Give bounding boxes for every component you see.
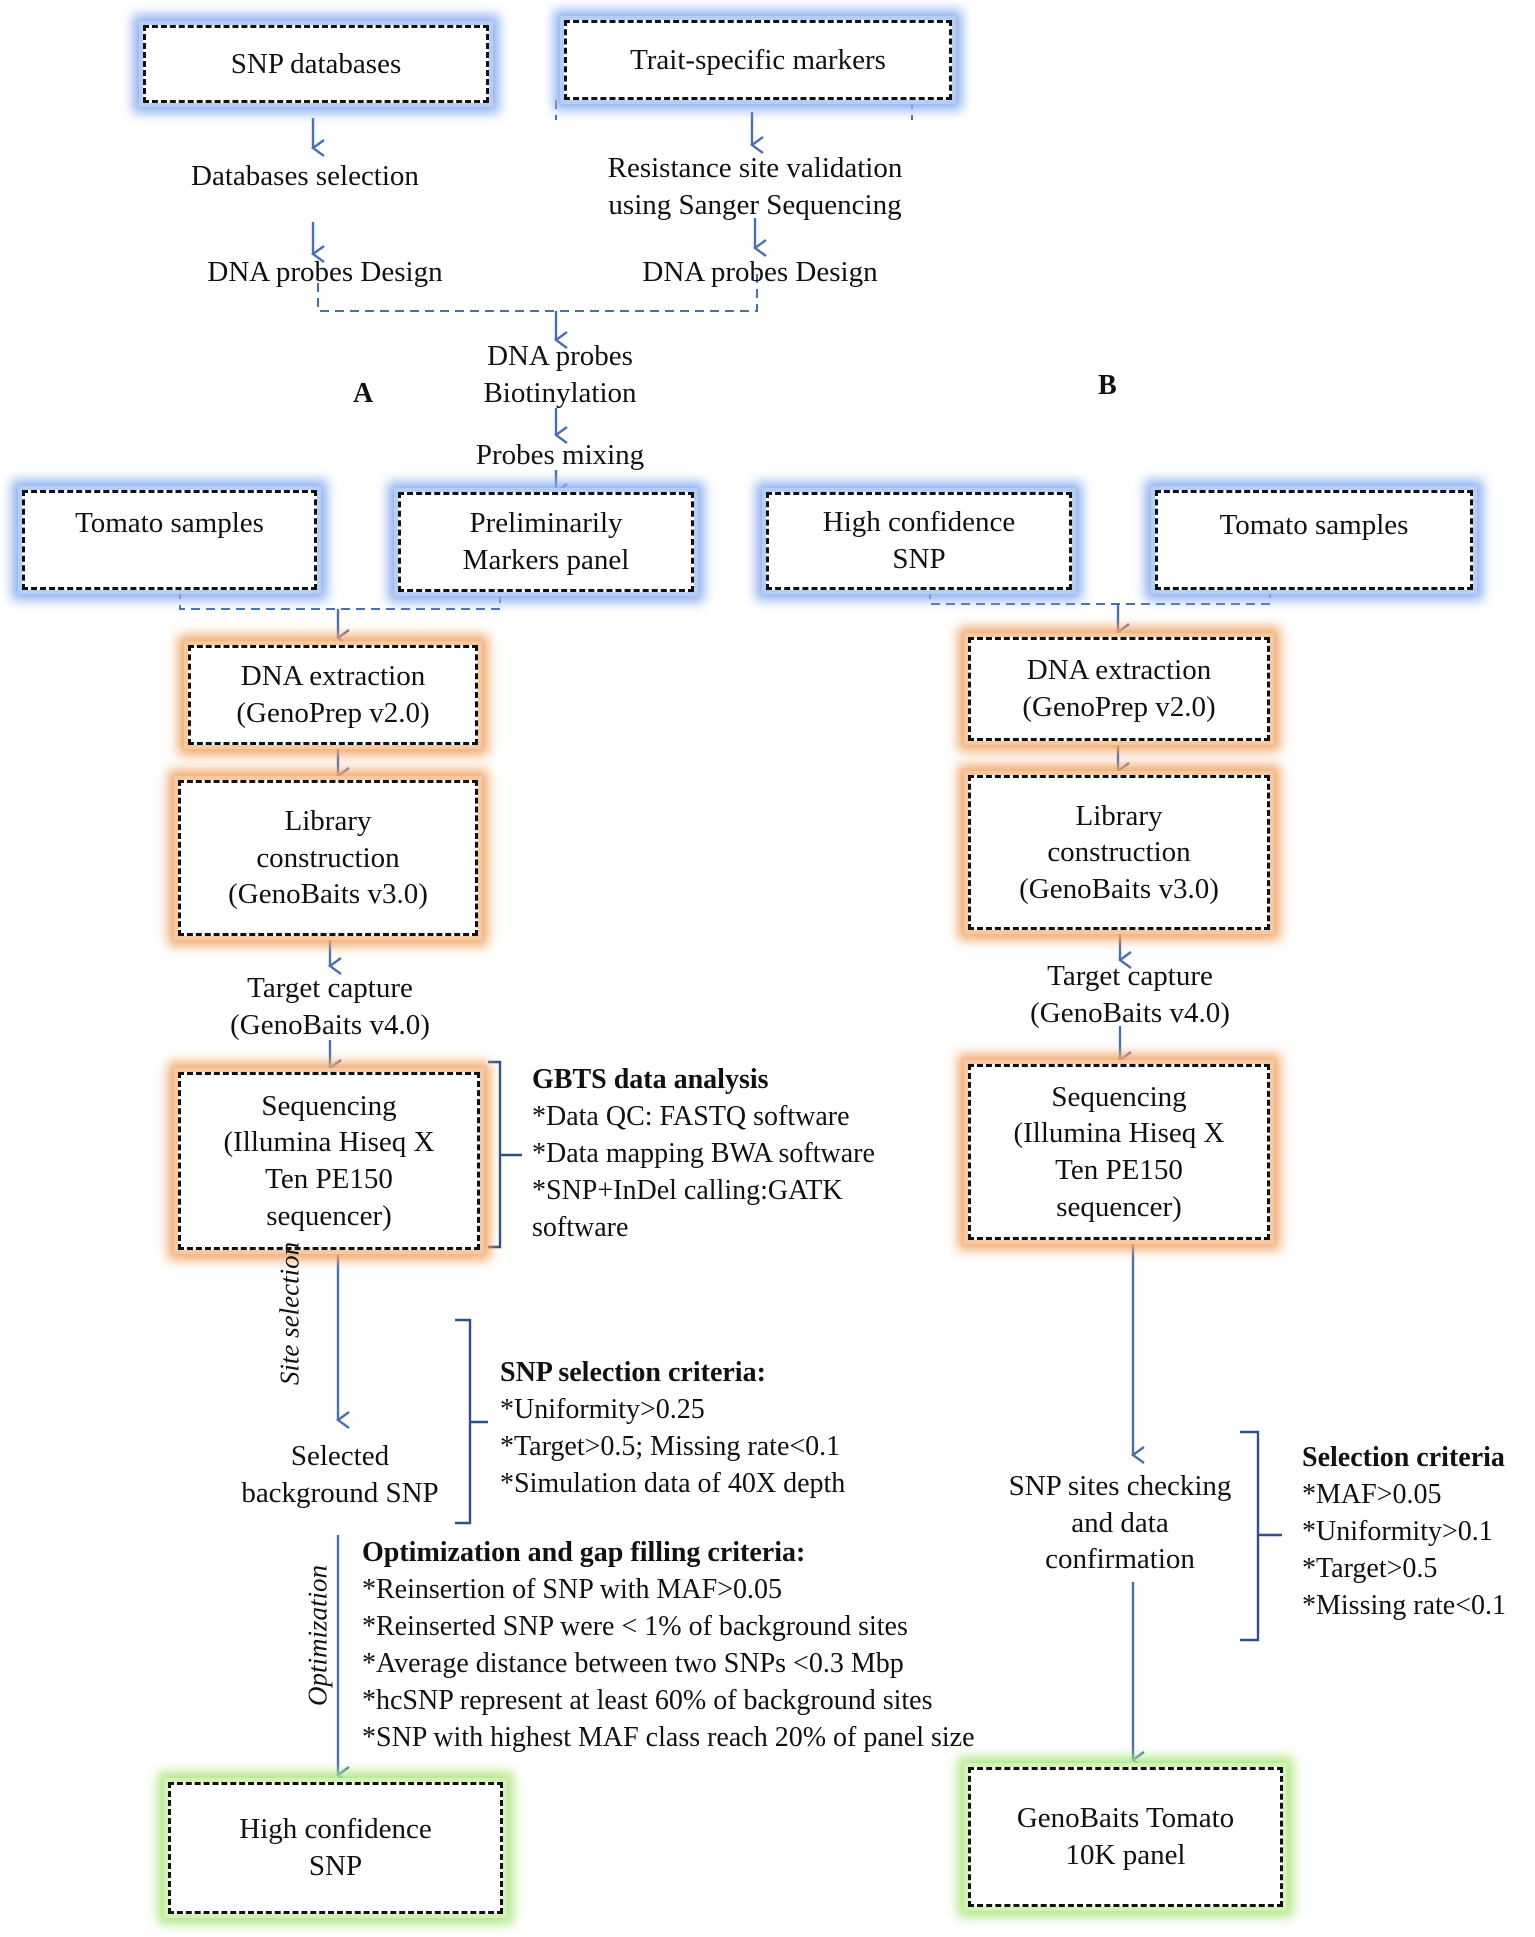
genobaits-panel-box: GenoBaits Tomato 10K panel	[968, 1767, 1283, 1907]
merge-trait-dashed	[555, 100, 913, 120]
trait-markers-box: Trait-specific markers	[564, 20, 952, 100]
selection-criteria-text: Selection criteria *MAF>0.05 *Uniformity…	[1302, 1442, 1506, 1621]
library-construction-right-box: Library construction (GenoBaits v3.0)	[968, 775, 1270, 930]
selected-background-label: Selected background SNP	[241, 1440, 439, 1509]
panel-b-label: B	[1098, 370, 1117, 401]
snp-selection-criteria-text: SNP selection criteria: *Uniformity>0.25…	[500, 1357, 846, 1499]
optimization-label: Optimization	[302, 1565, 333, 1707]
dna-extraction-right-box: DNA extraction (GenoPrep v2.0)	[968, 637, 1270, 741]
snp-databases-box: SNP databases	[143, 25, 489, 103]
resistance-validation-label: Resistance site validation using Sanger …	[607, 152, 903, 221]
probes-design-right-label: DNA probes Design	[642, 256, 878, 288]
library-construction-left-box: Library construction (GenoBaits v3.0)	[178, 780, 478, 936]
sequencing-left-box: Sequencing (Illumina Hiseq X Ten PE150 s…	[178, 1072, 480, 1250]
target-capture-left-label: Target capture (GenoBaits v4.0)	[230, 972, 430, 1041]
panel-a-label: A	[353, 378, 374, 409]
tomato-samples-left-box: Tomato samples	[22, 490, 317, 590]
dna-extraction-left-box: DNA extraction (GenoPrep v2.0)	[188, 645, 478, 745]
high-confidence-right-box: High confidence SNP	[766, 492, 1072, 590]
tomato-samples-right-box: Tomato samples	[1155, 490, 1473, 590]
high-confidence-left-box: High confidence SNP	[168, 1782, 503, 1914]
biotinylation-label: DNA probes Biotinylation	[483, 340, 637, 409]
target-capture-right-label: Target capture (GenoBaits v4.0)	[1030, 960, 1230, 1029]
trait-markers-label: Trait-specific markers	[630, 43, 886, 76]
bracket-gbts	[488, 1060, 522, 1249]
gbts-analysis-text: GBTS data analysis *Data QC: FASTQ softw…	[532, 1064, 875, 1243]
probes-design-left-label: DNA probes Design	[207, 256, 443, 288]
snp-databases-label: SNP databases	[230, 47, 402, 80]
bracket-selection-criteria	[1240, 1430, 1282, 1642]
merge-left-inputs-dashed	[179, 590, 501, 610]
snp-checking-label: SNP sites checking and data confirmation	[1008, 1470, 1232, 1576]
databases-selection-label: Databases selection	[191, 160, 419, 192]
merge-design-dashed	[317, 268, 758, 312]
tomato-samples-left-label: Tomato samples	[75, 507, 264, 539]
optimization-criteria-text: Optimization and gap filling criteria: *…	[362, 1537, 975, 1753]
merge-right-inputs-dashed	[929, 590, 1271, 605]
tomato-samples-right-label: Tomato samples	[1219, 509, 1409, 541]
site-selection-label: Site selection	[274, 1241, 305, 1386]
probes-mixing-label: Probes mixing	[475, 439, 645, 471]
bracket-snp-criteria	[455, 1318, 488, 1525]
preliminary-markers-box: Preliminarily Markers panel	[398, 492, 694, 592]
sequencing-right-box: Sequencing (Illumina Hiseq X Ten PE150 s…	[968, 1064, 1270, 1240]
